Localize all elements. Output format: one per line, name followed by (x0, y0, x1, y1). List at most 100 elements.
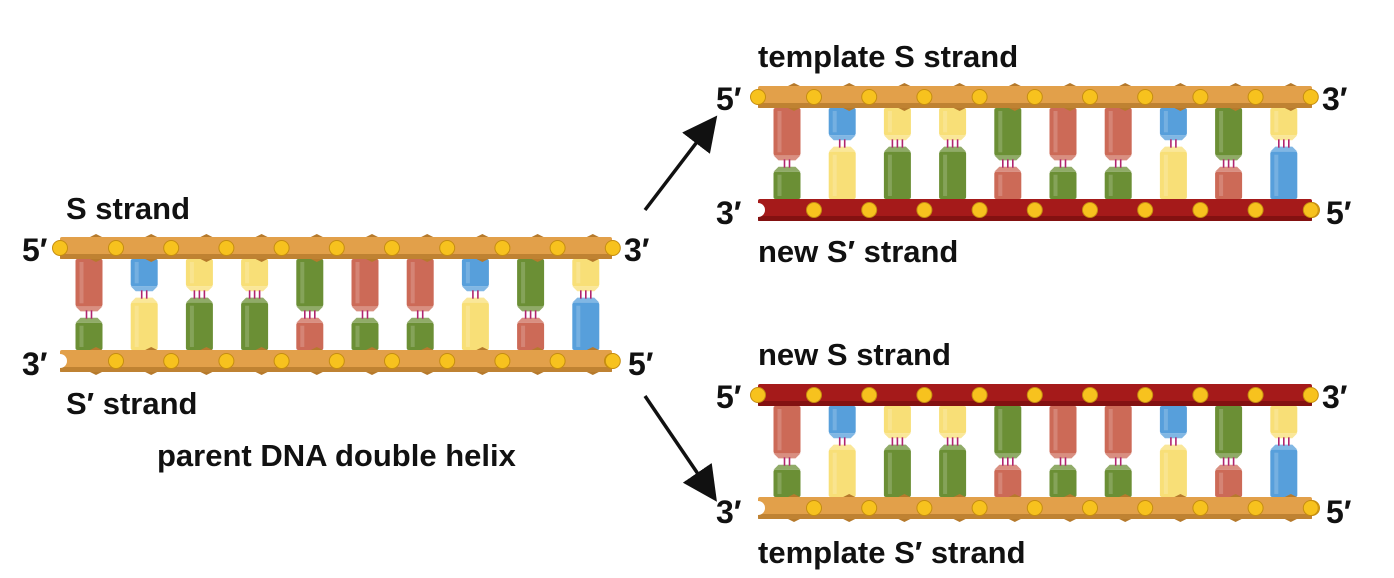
base-cytosine-highlight (576, 262, 581, 284)
top-strand-sugar-bump (1229, 83, 1242, 86)
bottom-strand-end-notch (53, 354, 67, 368)
base-cytosine-bevel (185, 286, 213, 292)
bottom-strand-phosphate (806, 202, 822, 218)
top-strand-sugar-bump (1174, 83, 1187, 86)
base-guanine-highlight (943, 452, 948, 494)
top-strand-phosphate (916, 89, 933, 105)
base-guanine-bevel (185, 297, 213, 303)
top-strand-sugar-bump (953, 83, 966, 86)
bottom-strand-sugar-bump (1064, 519, 1076, 522)
bottom-strand-sugar-bump (476, 372, 489, 375)
base-cytosine-bevel (1159, 146, 1187, 152)
parent-top-strand-label: S strand (66, 191, 190, 226)
top-strand-phosphate (163, 240, 180, 256)
base-thymine-bevel (1159, 433, 1187, 439)
base-cytosine-highlight (1163, 154, 1168, 196)
base-thymine-highlight (1163, 111, 1168, 133)
bottom-strand-phosphate (494, 353, 511, 369)
upper-daughter-top-left-end-label: 5′ (716, 81, 742, 117)
base-guanine-highlight (943, 154, 948, 196)
base-guanine (1049, 171, 1077, 199)
bottom-strand-phosphate (861, 500, 878, 516)
bottom-strand-sugar-bump (145, 372, 158, 375)
bottom-strand-sugar-bump (1229, 519, 1242, 522)
top-strand-sugar-bump (366, 234, 378, 237)
base-guanine-highlight (245, 305, 250, 347)
base-adenine-bevel (1104, 155, 1132, 161)
bottom-strand-sugar-bump (531, 347, 544, 350)
base-guanine (241, 302, 269, 350)
top-strand-terminal-phosphate (52, 240, 68, 256)
top-strand-phosphate (1137, 89, 1154, 105)
base-adenine-highlight (1219, 472, 1224, 494)
lower-daughter-bottom-left-end-label: 3′ (716, 494, 742, 530)
base-thymine (828, 108, 856, 136)
base-adenine-bevel (406, 306, 434, 312)
base-adenine (351, 259, 379, 307)
top-strand-phosphate (108, 240, 124, 256)
base-guanine-highlight (1219, 111, 1224, 153)
bottom-strand-phosphate (163, 353, 180, 369)
upper-daughter-bottom-left-end-label: 3′ (716, 195, 742, 231)
top-strand-sugar-bump (421, 259, 434, 262)
base-adenine-bevel (517, 317, 545, 323)
base-adenine-highlight (998, 174, 1003, 196)
base-guanine-highlight (189, 305, 194, 347)
base-guanine-highlight (777, 174, 782, 196)
base-adenine-highlight (1219, 174, 1224, 196)
bottom-strand-phosphate (384, 353, 400, 369)
base-adenine (773, 406, 801, 454)
base-thymine (1159, 108, 1187, 136)
base-adenine (773, 108, 801, 156)
bottom-strand-end-notch (751, 501, 765, 515)
base-adenine-highlight (1108, 111, 1113, 153)
top-strand-backbone-shade (60, 254, 612, 259)
bottom-strand-phosphate (549, 353, 566, 369)
bottom-strand-sugar-bump (898, 519, 911, 522)
base-adenine (994, 171, 1022, 199)
base-guanine-bevel (1215, 155, 1243, 161)
base-adenine-highlight (1108, 409, 1113, 451)
bottom-strand-sugar-bump (1174, 519, 1187, 522)
top-strand-sugar-bump (1064, 83, 1076, 86)
base-guanine-highlight (1053, 174, 1058, 196)
top-strand-sugar-bump (1284, 108, 1297, 111)
bottom-strand-phosphate (439, 353, 456, 369)
arrow-to-upper-daughter (643, 115, 718, 212)
bottom-strand-sugar-bump (90, 347, 102, 350)
top-strand-sugar-bump (200, 234, 213, 237)
bottom-strand-backbone-shade (758, 216, 1312, 221)
base-cytosine (828, 151, 856, 199)
bottom-strand-phosphate (1026, 500, 1043, 516)
base-guanine (1215, 406, 1243, 454)
bottom-strand-sugar-bump (90, 372, 102, 375)
top-strand-sugar-bump (421, 234, 434, 237)
bottom-strand-sugar-bump (1064, 494, 1076, 497)
base-guanine-bevel (517, 306, 545, 312)
base-thymine-bevel (1270, 444, 1298, 450)
base-thymine-highlight (832, 111, 837, 133)
bottom-strand-phosphate (971, 500, 988, 516)
base-cytosine (572, 259, 600, 287)
upper-daughter-bottom-right-end-label: 5′ (1326, 195, 1352, 231)
base-guanine-bevel (351, 317, 379, 323)
base-guanine-bevel (994, 453, 1022, 459)
top-strand-sugar-bump (898, 108, 911, 111)
top-strand-sugar-bump (1174, 108, 1187, 111)
base-thymine (1270, 151, 1298, 199)
bottom-strand-sugar-bump (145, 347, 158, 350)
base-adenine (1104, 406, 1132, 454)
base-guanine-bevel (1049, 166, 1077, 172)
base-cytosine-bevel (883, 135, 911, 141)
base-adenine-highlight (79, 262, 84, 304)
bottom-strand-sugar-bump (1008, 519, 1021, 522)
top-strand-phosphate (1082, 89, 1098, 105)
bottom-strand-sugar-bump (953, 519, 966, 522)
base-guanine (406, 322, 434, 350)
top-strand-phosphate (806, 89, 822, 105)
base-guanine-bevel (406, 317, 434, 323)
top-strand-phosphate (439, 240, 456, 256)
base-cytosine-bevel (241, 286, 269, 292)
bottom-strand-sugar-bump (586, 347, 599, 350)
base-adenine-bevel (773, 453, 801, 459)
